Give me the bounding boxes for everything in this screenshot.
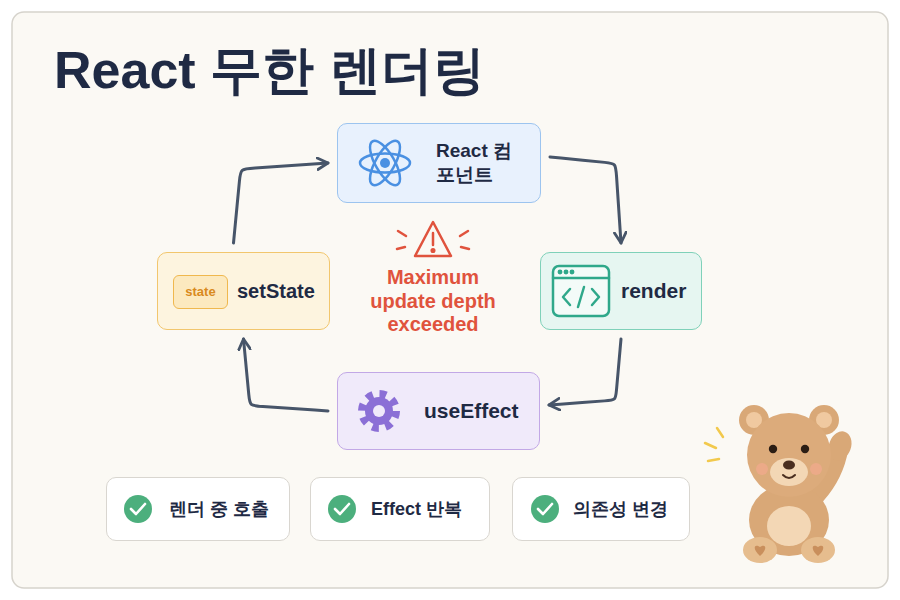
card-frame — [12, 12, 888, 588]
code-window-icon — [553, 266, 609, 316]
code-window-icon — [553, 277, 609, 280]
setstate-box: setState state — [157, 252, 330, 330]
code-window-icon — [553, 266, 609, 316]
check-icon — [335, 504, 349, 514]
warning-icon — [397, 247, 405, 249]
check-icon — [538, 504, 552, 514]
react-logo — [360, 137, 410, 190]
warning-icon — [398, 231, 406, 236]
cycle-arrow — [234, 163, 329, 243]
react-logo — [380, 158, 390, 168]
bear-illustration — [770, 458, 808, 486]
node-label: useEffect — [424, 398, 519, 424]
gear-icon — [362, 394, 396, 428]
node-label: 렌더 중 호출 — [169, 498, 269, 521]
page-title: React 무한 렌더링 — [54, 36, 485, 106]
bear-illustration — [743, 537, 777, 563]
code-window-icon — [565, 271, 567, 273]
bear-illustration — [813, 546, 824, 556]
code-window-icon — [559, 271, 561, 273]
cycle-arrow — [244, 339, 329, 411]
code-window-icon — [571, 271, 573, 273]
gear-icon — [365, 397, 393, 425]
check-icon — [124, 495, 152, 523]
warning-icon — [432, 233, 435, 245]
bear-illustration — [783, 475, 795, 478]
react-logo — [364, 137, 405, 190]
warning-message: Maximum update depth exceeded — [358, 266, 508, 337]
bear-illustration — [755, 546, 766, 556]
bear-illustration — [747, 413, 831, 497]
warning-icon — [397, 222, 469, 256]
bear-illustration — [801, 537, 835, 563]
bear-illustration — [769, 445, 777, 453]
bear-illustration — [705, 428, 723, 461]
component-box: React 컴포넌트 — [337, 123, 541, 203]
code-window-icon — [563, 289, 570, 305]
react-logo — [360, 154, 410, 173]
bear-illustration — [756, 463, 768, 475]
warning-icon — [432, 249, 435, 252]
node-label: render — [621, 278, 686, 304]
bear-illustration — [801, 445, 809, 453]
check-icon — [531, 495, 559, 523]
react-logo — [364, 137, 405, 190]
bear-illustration — [810, 463, 822, 475]
check-icon — [124, 495, 559, 523]
warning-icon — [415, 222, 451, 256]
gear-icon — [373, 405, 385, 417]
warning-icon — [460, 231, 468, 236]
bear-illustration — [767, 506, 811, 546]
code-window-icon — [592, 289, 599, 305]
state-chip: state — [173, 275, 228, 309]
bear-illustration — [783, 461, 795, 470]
cycle-arrow — [549, 339, 621, 405]
node-label: state — [185, 284, 215, 300]
cycle-arrow — [550, 157, 621, 243]
gear-icon — [362, 394, 396, 428]
code-window-icon — [578, 287, 584, 307]
bear-illustration — [705, 405, 855, 563]
node-label: 의존성 변경 — [573, 498, 668, 521]
check-icon — [328, 495, 356, 523]
check-icon — [131, 504, 145, 514]
node-label: setState — [237, 279, 315, 304]
node-label: Effect 반복 — [371, 498, 462, 521]
node-label: React 컴포넌트 — [436, 139, 528, 187]
warning-icon — [461, 247, 469, 249]
